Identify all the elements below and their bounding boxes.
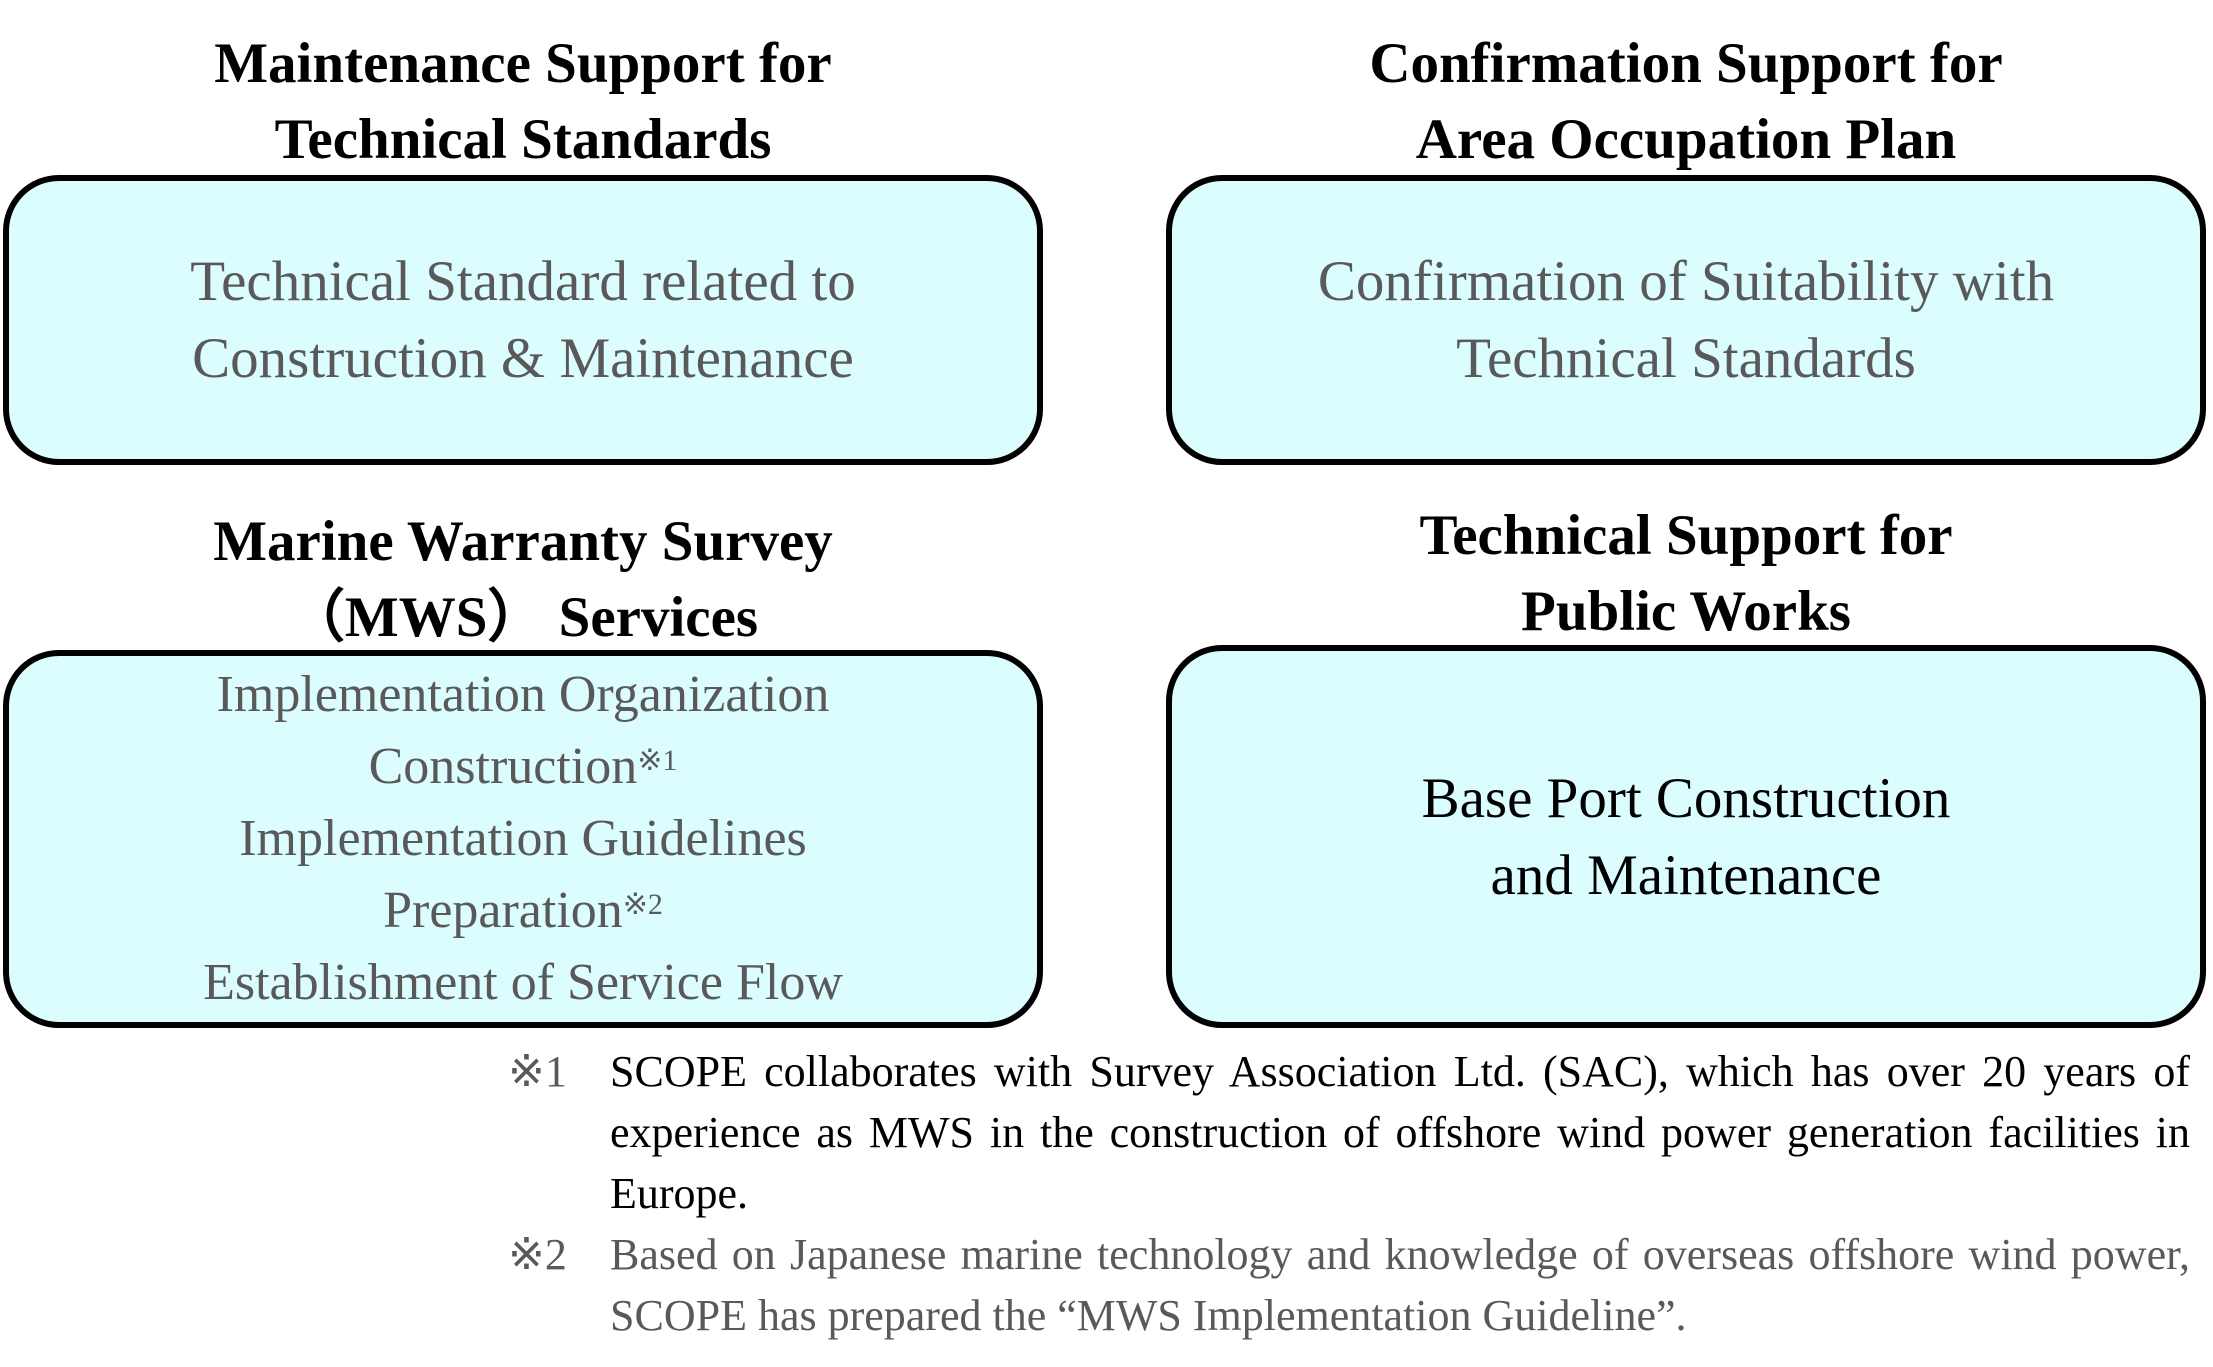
footnote-1: ※1 SCOPE collaborates with Survey Associ… xyxy=(508,1041,2190,1224)
panel-heading-maintenance-support: Maintenance Support for Technical Standa… xyxy=(3,26,1043,178)
panel-heading-confirmation-support: Confirmation Support for Area Occupation… xyxy=(1166,26,2206,178)
box-line: Establishment of Service Flow xyxy=(203,954,843,1011)
footnote-ref: ※2 xyxy=(622,888,663,921)
box-line: Technical Standards xyxy=(1456,327,1916,390)
footnote-mark: ※2 xyxy=(508,1230,567,1279)
heading-line: Area Occupation Plan xyxy=(1415,108,1957,171)
box-line-text: Construction xyxy=(368,738,638,795)
box-line: Confirmation of Suitability with xyxy=(1317,250,2055,313)
box-line: Preparation※2 xyxy=(383,875,663,947)
box-line: Construction & Maintenance xyxy=(192,327,854,390)
panel-heading-mws-services: Marine Warranty Survey （MWS） Services xyxy=(3,504,1043,656)
box-line: Implementation Guidelines xyxy=(239,810,807,867)
heading-line: Marine Warranty Survey xyxy=(213,510,833,573)
footnote-mark: ※1 xyxy=(508,1047,567,1096)
heading-line: Public Works xyxy=(1521,580,1851,643)
box-line: Construction※1 xyxy=(369,731,678,803)
box-line-text: Preparation xyxy=(383,882,623,939)
box-line: Technical Standard related to xyxy=(190,250,856,313)
box-line: Implementation Organization xyxy=(216,666,830,723)
heading-line: Confirmation Support for xyxy=(1369,32,2003,95)
box-base-port: Base Port Construction and Maintenance xyxy=(1166,645,2206,1028)
heading-line: Technical Standards xyxy=(274,108,772,171)
footnote-text: Based on Japanese marine technology and … xyxy=(610,1230,2190,1340)
box-confirmation-suitability: Confirmation of Suitability with Technic… xyxy=(1166,175,2206,465)
footnote-text: SCOPE collaborates with Survey Associati… xyxy=(610,1047,2190,1218)
box-technical-standard: Technical Standard related to Constructi… xyxy=(3,175,1043,465)
box-mws-implementation: Implementation Organization Construction… xyxy=(3,650,1043,1028)
heading-line: Maintenance Support for xyxy=(214,32,832,95)
heading-line: （MWS） Services xyxy=(287,586,759,649)
footnote-2: ※2 Based on Japanese marine technology a… xyxy=(508,1224,2190,1346)
box-line: Base Port Construction xyxy=(1421,766,1951,830)
box-line: and Maintenance xyxy=(1490,843,1882,907)
panel-heading-public-works: Technical Support for Public Works xyxy=(1166,498,2206,650)
footnote-ref: ※1 xyxy=(637,744,678,777)
heading-line: Technical Support for xyxy=(1419,504,1953,567)
